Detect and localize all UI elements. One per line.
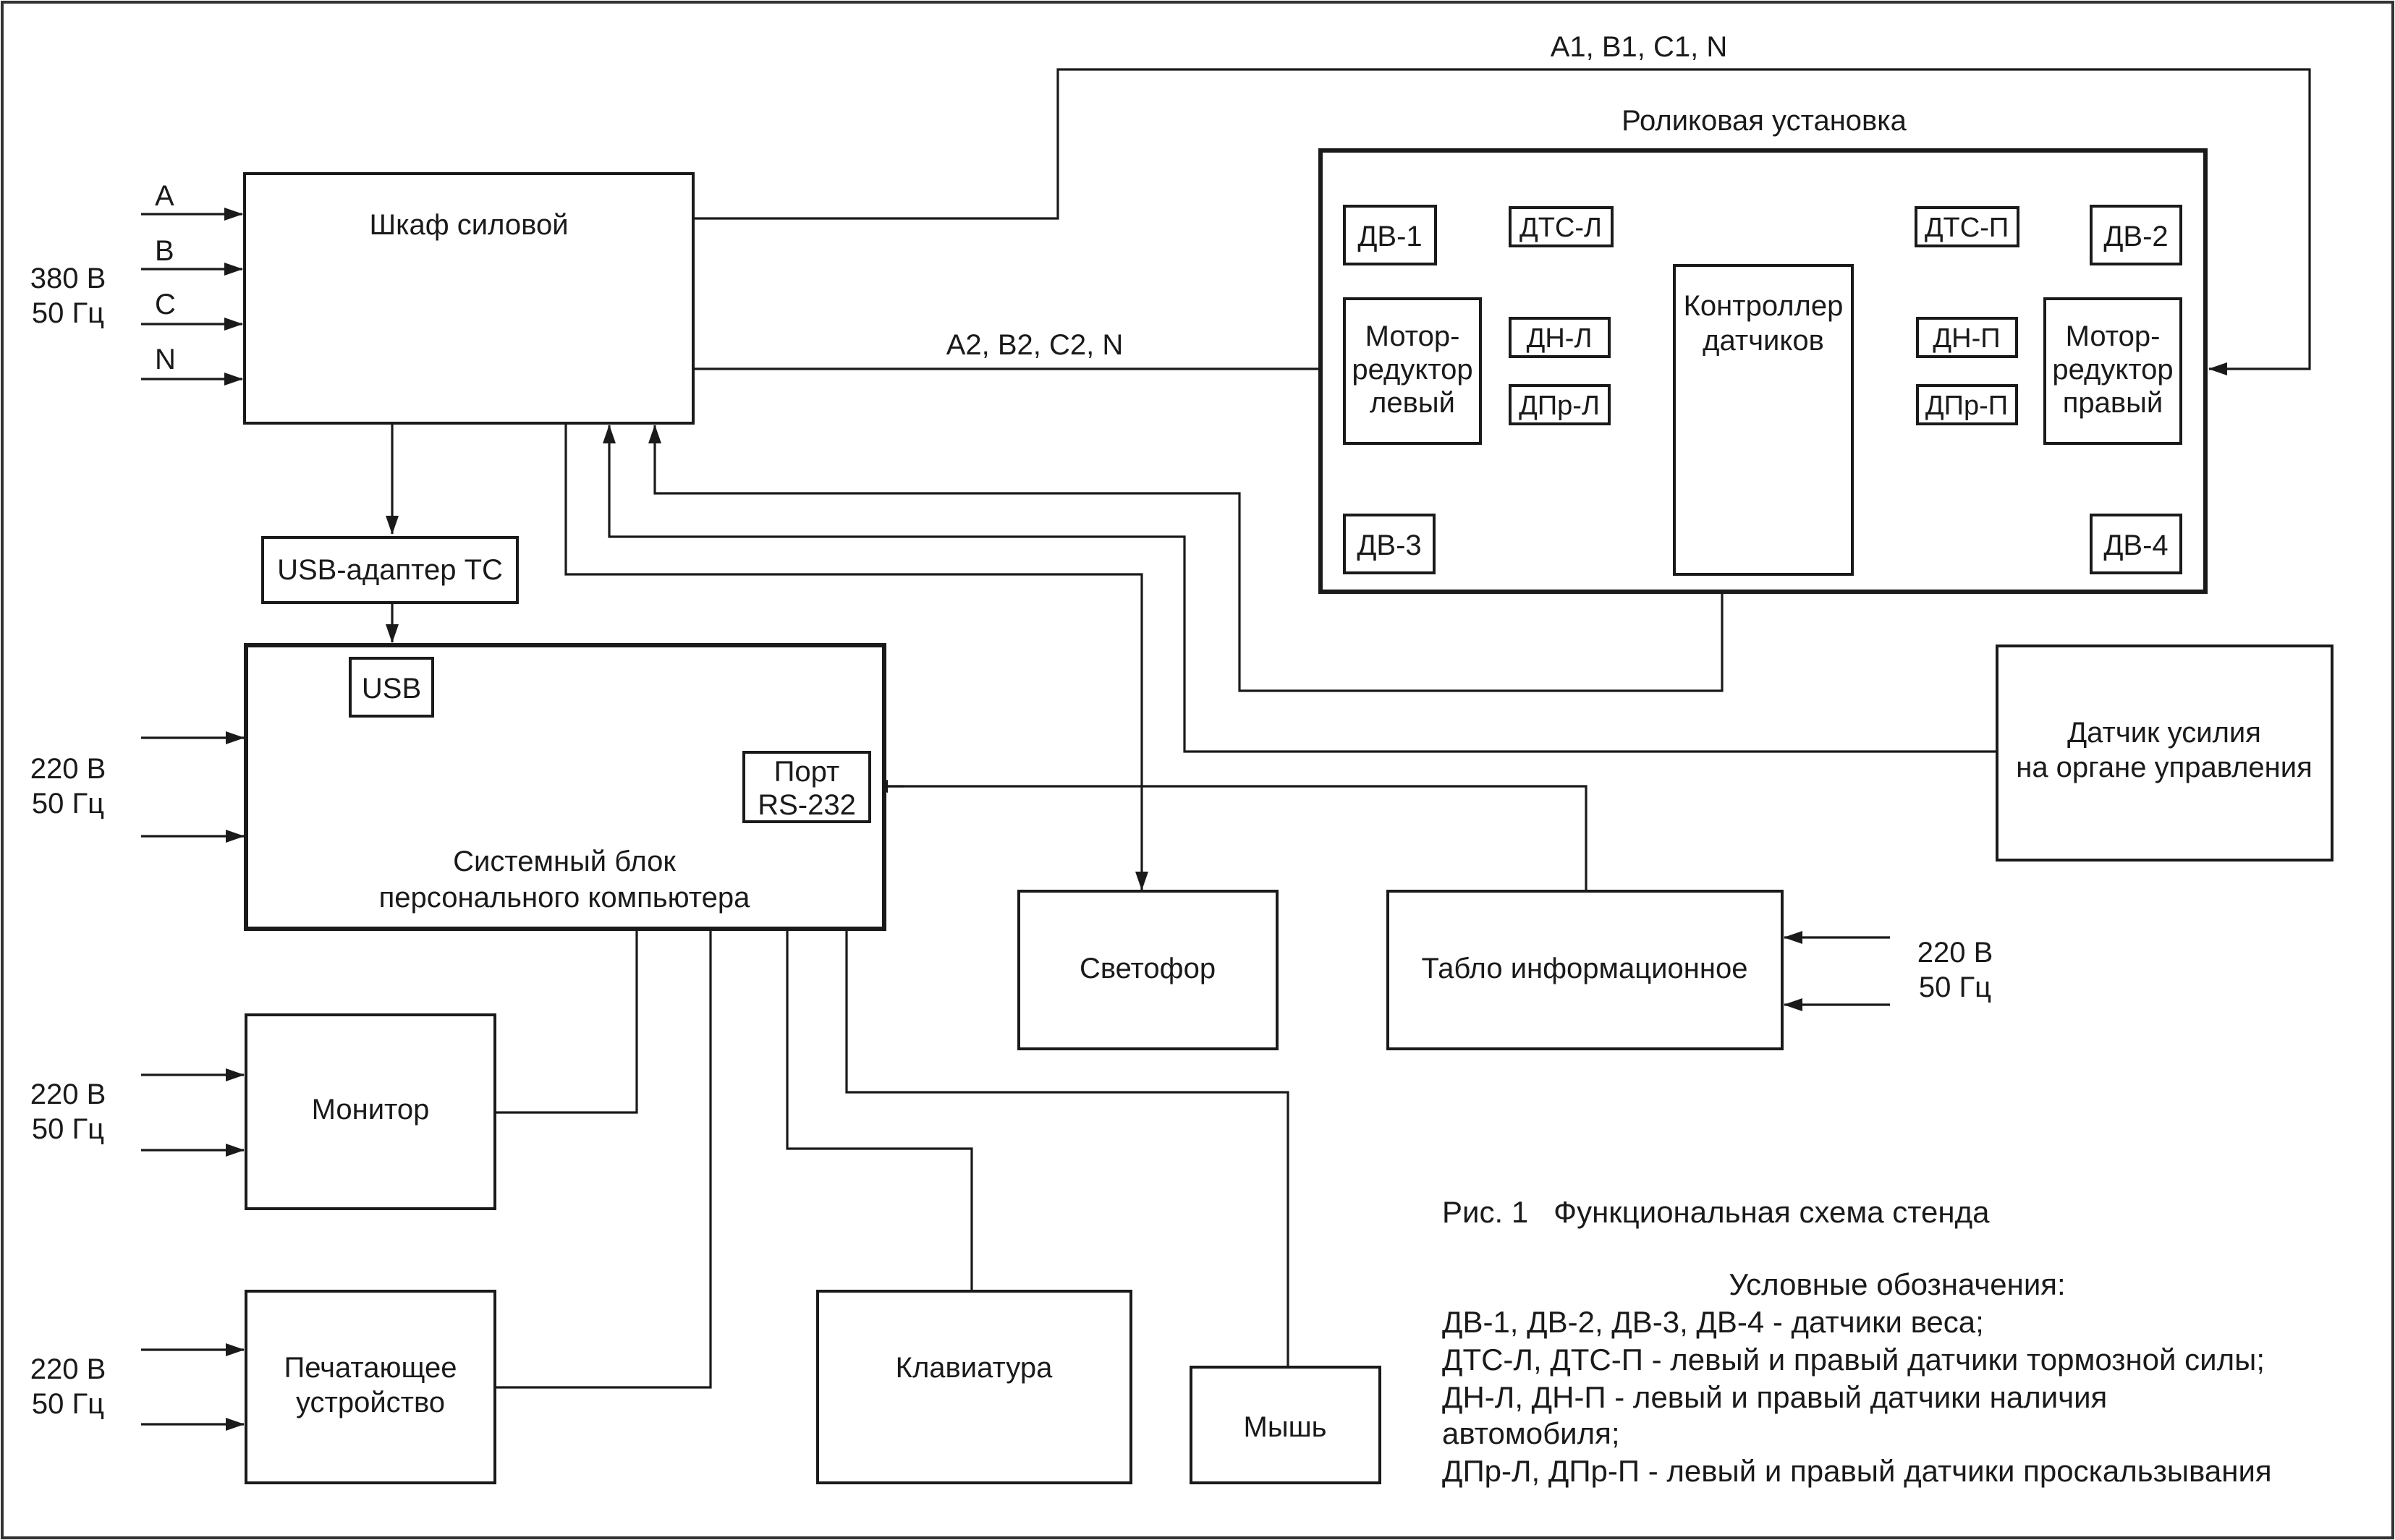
sensor-dpr-p: ДПр-П [1916, 384, 2018, 425]
wire-force-sensor-cabinet [603, 425, 1996, 753]
legend-line: ДПр-Л, ДПр-П - левый и правый датчики пр… [1442, 1454, 2272, 1488]
sensor-controller-label-1: Контроллер [1684, 290, 1844, 322]
sensor-dpr-l: ДПр-Л [1509, 384, 1611, 425]
sensor-dv3: ДВ-3 [1343, 514, 1436, 574]
motor-right-label-2: редуктор [2052, 354, 2173, 386]
sensor-dpr-p-label: ДПр-П [1925, 391, 2008, 421]
motor-right-label-3: правый [2063, 387, 2163, 419]
phase-c-label: C [155, 289, 176, 320]
rs232-port: Порт RS-232 [742, 751, 871, 823]
system-unit-label-2: персонального компьютера [379, 882, 750, 914]
sensor-dn-p: ДН-П [1916, 317, 2018, 358]
supply-380-line-1: 380 В [30, 263, 106, 294]
roller-unit-label: Роликовая установка [1622, 105, 1907, 137]
sensor-dv3-label: ДВ-3 [1357, 529, 1421, 561]
supply-monitor-line-1: 220 В [30, 1079, 106, 1110]
motor-left-label-1: Мотор- [1365, 320, 1460, 352]
wire-rs232-info-board [869, 780, 1593, 908]
sensor-dv2: ДВ-2 [2090, 205, 2182, 265]
caption: Рис. 1 Функциональная схема стенда Услов… [1442, 1195, 2272, 1488]
supply-pc-line-1: 220 В [30, 753, 106, 785]
usb-adapter: USB-адаптер ТС [261, 536, 519, 604]
power-cabinet: Шкаф силовой [243, 172, 695, 425]
sensor-dv1-label: ДВ-1 [1357, 221, 1422, 252]
supply-printer-line-1: 220 В [30, 1353, 106, 1385]
sensor-controller: Контроллер датчиков [1673, 264, 1854, 576]
supply-monitor-line-2: 50 Гц [32, 1113, 104, 1145]
wire-pc-printer [495, 929, 712, 1389]
rs232-port-label-1: Порт [774, 756, 840, 788]
legend-line: ДН-Л, ДН-П - левый и правый датчики нали… [1442, 1380, 2107, 1414]
wire-pc-mouse [845, 929, 1289, 1367]
printer-label-2: устройство [296, 1387, 445, 1418]
motor-right-label-1: Мотор- [2066, 320, 2161, 352]
supply-board-line-2: 50 Гц [1919, 971, 1991, 1003]
wire-bus-a1 [693, 68, 2311, 375]
force-sensor-label-2: на органе управления [2016, 752, 2313, 783]
sensor-dn-l: ДН-Л [1509, 317, 1611, 358]
usb-adapter-label: USB-адаптер ТС [277, 554, 503, 586]
sensor-dn-l-label: ДН-Л [1527, 323, 1593, 354]
sensor-dv4-label: ДВ-4 [2103, 529, 2168, 561]
supply-printer-line-2: 50 Гц [32, 1388, 104, 1420]
usb-port-label: USB [362, 673, 421, 705]
sensor-dts-l: ДТС-Л [1509, 206, 1614, 247]
traffic-light: Светофор [1017, 890, 1279, 1050]
rs232-port-label-2: RS-232 [758, 789, 856, 821]
bus-a2-label: A2, B2, C2, N [946, 329, 1124, 361]
wire-cabinet-traffic-light [564, 423, 1148, 890]
printer: Печатающее устройство [245, 1290, 496, 1484]
phase-a-label: A [155, 180, 174, 212]
supply-board-line-1: 220 В [1917, 937, 1993, 969]
mouse: Мышь [1190, 1366, 1381, 1484]
bus-a1-label: A1, B1, C1, N [1551, 31, 1728, 63]
sensor-dts-p-label: ДТС-П [1925, 213, 2009, 243]
monitor-label: Монитор [312, 1094, 430, 1126]
monitor: Монитор [245, 1013, 496, 1210]
legend-line: ДТС-Л, ДТС-П - левый и правый датчики то… [1442, 1343, 2265, 1377]
sensor-dv1: ДВ-1 [1343, 205, 1437, 265]
sensor-controller-label-2: датчиков [1703, 325, 1824, 357]
wire-pc-monitor [495, 929, 638, 1114]
wire-pc-keyboard [786, 929, 973, 1291]
usb-port: USB [349, 657, 434, 718]
keyboard: Клавиатура [816, 1290, 1132, 1484]
phase-b-label: B [155, 235, 174, 267]
supply-380-line-2: 50 Гц [32, 297, 104, 329]
motor-left-label-3: левый [1370, 387, 1455, 419]
sensor-dts-l-label: ДТС-Л [1519, 213, 1602, 243]
info-board: Табло информационное [1386, 890, 1784, 1050]
legend-title: Условные обозначения: [1729, 1267, 2065, 1301]
motor-left: Мотор- редуктор левый [1343, 297, 1482, 445]
motor-right: Мотор- редуктор правый [2043, 297, 2182, 445]
legend-line: автомобиля; [1442, 1416, 1620, 1450]
power-cabinet-label: Шкаф силовой [369, 209, 568, 241]
phase-n-label: N [155, 344, 176, 375]
sensor-dv2-label: ДВ-2 [2103, 221, 2168, 252]
wire-controller-cabinet [648, 425, 1724, 692]
figure-caption: Рис. 1 Функциональная схема стенда [1442, 1195, 1990, 1229]
printer-label-1: Печатающее [284, 1352, 457, 1384]
sensor-dn-p-label: ДН-П [1933, 323, 2000, 354]
sensor-dv4: ДВ-4 [2090, 514, 2182, 574]
force-sensor: Датчик усилия на органе управления [1996, 644, 2333, 862]
motor-left-label-2: редуктор [1352, 354, 1472, 386]
keyboard-label: Клавиатура [896, 1352, 1053, 1384]
sensor-dts-p: ДТС-П [1915, 206, 2019, 247]
mouse-label: Мышь [1244, 1411, 1327, 1443]
force-sensor-label-1: Датчик усилия [2067, 717, 2261, 749]
sensor-dpr-l-label: ДПр-Л [1519, 391, 1600, 421]
system-unit-label-1: Системный блок [453, 846, 676, 877]
legend-line: ДВ-1, ДВ-2, ДВ-3, ДВ-4 - датчики веса; [1442, 1305, 1984, 1339]
traffic-light-label: Светофор [1080, 953, 1216, 984]
info-board-label: Табло информационное [1422, 953, 1748, 984]
supply-pc-line-2: 50 Гц [32, 788, 104, 820]
